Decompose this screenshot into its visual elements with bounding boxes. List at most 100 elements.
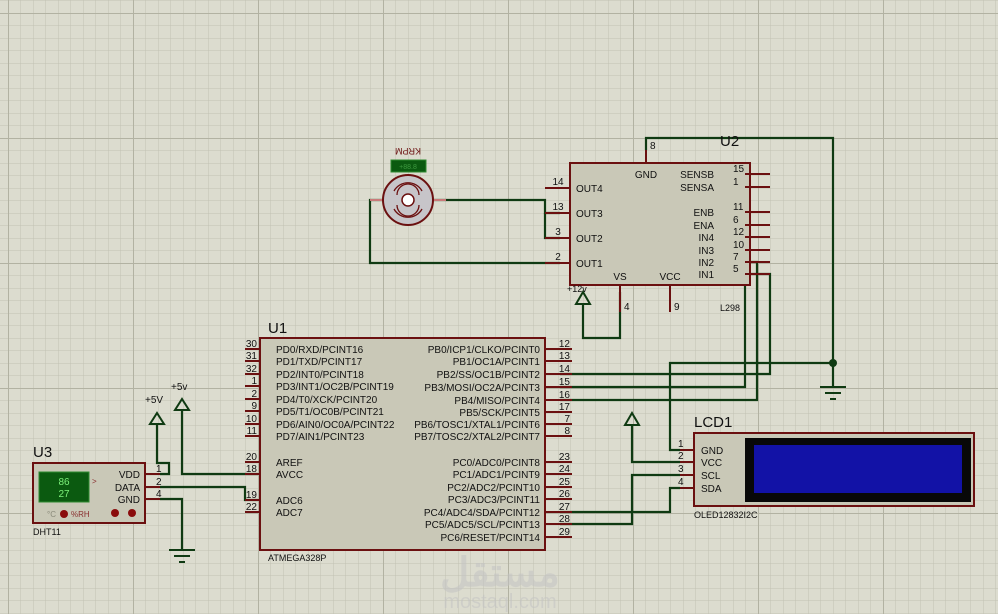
power-terminal-12v[interactable] — [574, 290, 592, 305]
pin[interactable]: 4 VS — [613, 272, 630, 313]
dc-motor[interactable]: KRPM +88.8 — [370, 146, 446, 226]
pin-number: 4 — [678, 477, 684, 488]
pin-name: PB7/TOSC2/XTAL2/PCINT7 — [414, 432, 540, 443]
power-terminal-5v-avcc[interactable]: +5v — [171, 382, 191, 411]
motor-winding-icon — [396, 204, 420, 217]
reference-label: U2 — [720, 133, 739, 150]
humidity-readout: 86 — [58, 477, 70, 488]
pin-number: 28 — [559, 514, 571, 525]
wire-lcd-sda[interactable] — [560, 486, 680, 514]
wire-lcd-scl[interactable] — [560, 473, 680, 526]
watermark-url: mostaql.com — [443, 591, 556, 613]
pin-name: VS — [613, 272, 627, 283]
pin-name: SCL — [701, 471, 721, 482]
pin-name: SENSA — [680, 183, 714, 194]
wire-gnd-bus[interactable] — [668, 361, 833, 452]
display-arrow-icon: > — [92, 477, 97, 486]
temp-adjust-button[interactable] — [60, 510, 68, 518]
pin-number: 13 — [552, 202, 564, 213]
pin-name: PD0/RXD/PCINT16 — [276, 345, 364, 356]
wire-vs-12v[interactable] — [581, 292, 622, 340]
pin-number: 8 — [650, 141, 656, 152]
pin-name: OUT2 — [576, 234, 603, 245]
wire-dht-gnd[interactable] — [160, 497, 184, 550]
pin-name: PB4/MISO/PCINT4 — [454, 396, 540, 407]
pin-name: PB0/ICP1/CLKO/PCINT0 — [428, 345, 541, 356]
temperature-readout: 27 — [58, 489, 70, 500]
power-terminal-5v-dht[interactable]: +5V — [145, 395, 166, 425]
increment-button[interactable] — [111, 509, 119, 517]
wire-dht-vdd[interactable] — [155, 424, 171, 476]
atmega328p-u1[interactable]: U1 ATMEGA328P 30PD0/RXD/PCINT1631PD1/TXD… — [245, 320, 572, 563]
component-body — [569, 162, 751, 286]
reference-label: LCD1 — [694, 414, 732, 431]
wire-l298-gnd[interactable] — [644, 136, 835, 387]
wire-avcc-5v[interactable] — [180, 410, 258, 476]
power-terminal-lcd[interactable] — [623, 411, 641, 426]
motor-speed-display — [390, 159, 427, 173]
power-arrow-icon — [623, 411, 641, 426]
pin-name: PD7/AIN1/PCINT23 — [276, 432, 365, 443]
motor-speed-label: KRPM — [395, 146, 421, 156]
pin-number: 24 — [559, 464, 571, 475]
pin-number: 4 — [624, 302, 630, 313]
pin-number: 8 — [564, 426, 570, 437]
wire-lcd-vcc[interactable] — [630, 425, 680, 464]
pin-name: VCC — [701, 458, 722, 469]
decrement-button[interactable] — [128, 509, 136, 517]
pin-number: 2 — [555, 252, 561, 263]
l298-driver-u2[interactable]: U2 L298 +12v 8 GND 14OUT413OUT33OUT22OUT… — [545, 133, 770, 313]
pin-number: 10 — [733, 240, 745, 251]
